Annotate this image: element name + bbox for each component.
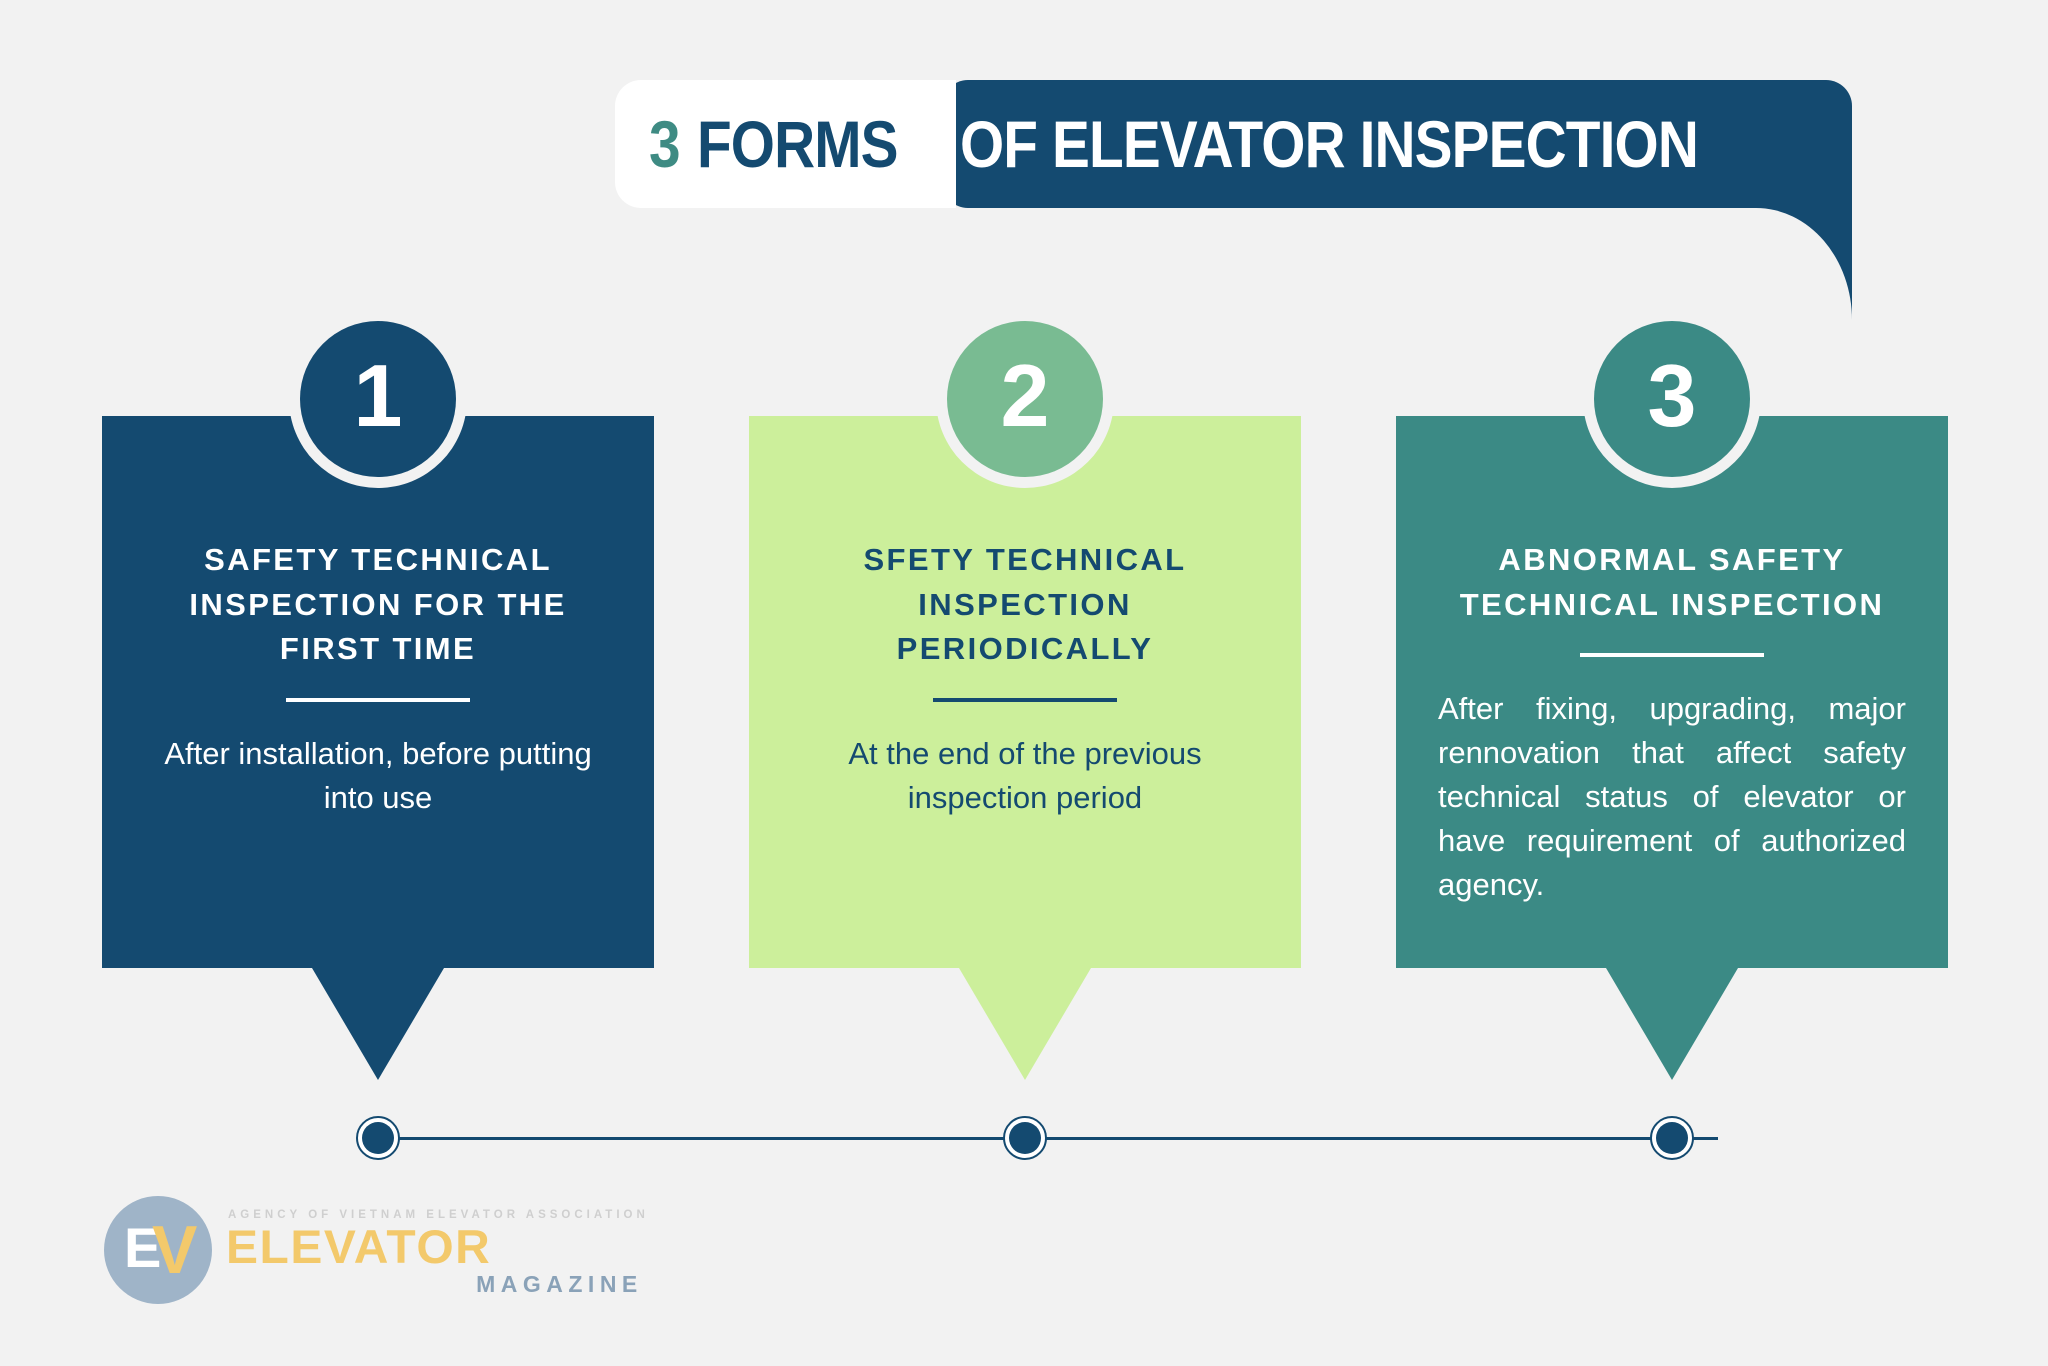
card-description: After fixing, upgrading, major rennovati… — [1438, 691, 1906, 903]
step-badge-1: 1 — [289, 310, 467, 488]
title-count: 3 — [649, 107, 681, 181]
logo-tagline: AGENCY OF VIETNAM ELEVATOR ASSOCIATION — [228, 1208, 649, 1221]
card-description: At the end of the previous inspection pe… — [848, 735, 1202, 815]
card-pointer-icon — [1606, 968, 1738, 1080]
card-divider — [286, 697, 470, 702]
timeline-dot-2[interactable] — [1003, 1116, 1047, 1160]
card-divider — [933, 697, 1117, 702]
step-number: 2 — [947, 321, 1103, 477]
timeline-line — [378, 1137, 1718, 1140]
timeline-dot-1[interactable] — [356, 1116, 400, 1160]
inspection-card-3[interactable]: 3 ABNORMAL SAFETY TECHNICAL INSPECTION A… — [1396, 310, 1948, 1080]
page-title-banner: 3 FORMS OF ELEVATOR INSPECTION — [615, 80, 1853, 320]
timeline-dot-3[interactable] — [1650, 1116, 1694, 1160]
logo-letter-v: V — [152, 1212, 198, 1288]
speech-bubble-tail-icon — [1756, 208, 1853, 320]
card-title: SAFETY TECHNICAL INSPECTION FOR THE FIRS… — [189, 542, 567, 667]
title-right-banner: OF ELEVATOR INSPECTION — [942, 80, 1853, 320]
step-badge-3: 3 — [1583, 310, 1761, 488]
ev-monogram-icon: E V — [104, 1196, 212, 1304]
inspection-card-1[interactable]: 1 SAFETY TECHNICAL INSPECTION FOR THE FI… — [102, 310, 654, 1080]
card-body: 3 ABNORMAL SAFETY TECHNICAL INSPECTION A… — [1396, 310, 1948, 968]
card-pointer-icon — [959, 968, 1091, 1080]
card-title: SFETY TECHNICAL INSPECTION PERIODICALLY — [863, 542, 1187, 667]
step-number: 1 — [300, 321, 456, 477]
logo-wordmark: AGENCY OF VIETNAM ELEVATOR ASSOCIATION E… — [226, 1205, 649, 1296]
card-body: 2 SFETY TECHNICAL INSPECTION PERIODICALL… — [749, 310, 1301, 968]
card-pointer-icon — [312, 968, 444, 1080]
inspection-card-2[interactable]: 2 SFETY TECHNICAL INSPECTION PERIODICALL… — [749, 310, 1301, 1080]
step-badge-2: 2 — [936, 310, 1114, 488]
logo-secondary-word: MAGAZINE — [476, 1270, 643, 1297]
card-title: ABNORMAL SAFETY TECHNICAL INSPECTION — [1459, 542, 1885, 622]
title-forms-word: FORMS — [696, 107, 899, 181]
timeline-connector — [0, 1108, 2048, 1168]
card-description: After installation, before putting into … — [164, 735, 592, 815]
logo-primary-word: ELEVATOR — [226, 1219, 492, 1273]
card-divider — [1580, 653, 1764, 658]
title-left-pill: 3 FORMS — [615, 80, 957, 208]
brand-logo[interactable]: E V AGENCY OF VIETNAM ELEVATOR ASSOCIATI… — [104, 1196, 649, 1304]
logo-letter-e: E — [124, 1216, 162, 1279]
card-body: 1 SAFETY TECHNICAL INSPECTION FOR THE FI… — [102, 310, 654, 968]
step-number: 3 — [1594, 321, 1750, 477]
title-main-text: OF ELEVATOR INSPECTION — [960, 107, 1699, 181]
